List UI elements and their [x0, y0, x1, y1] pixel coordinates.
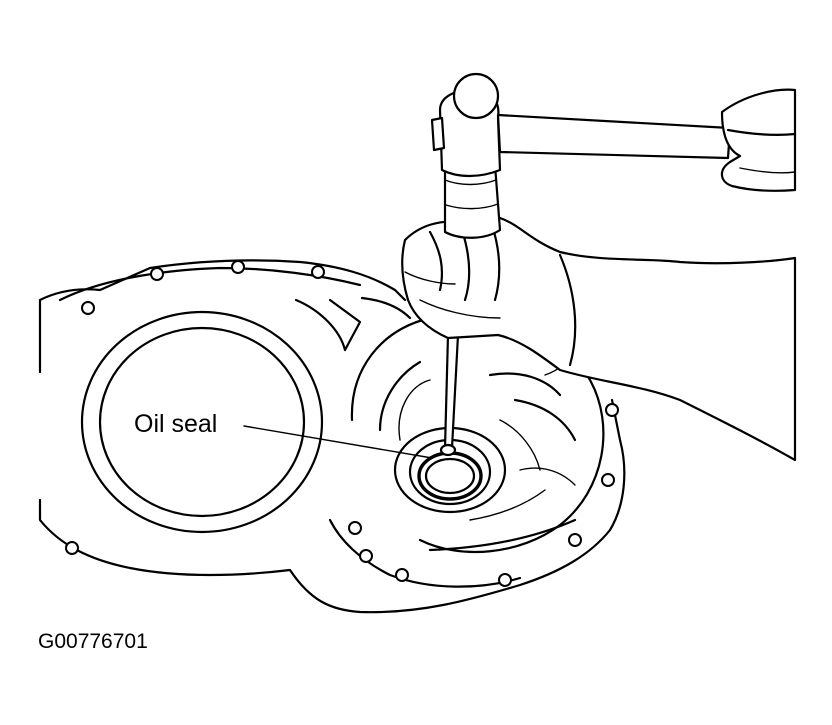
oil-seal-label: Oil seal: [134, 410, 217, 438]
hammer: [430, 72, 732, 239]
transmission-case: [38, 259, 626, 614]
flange-bolt-holes: [65, 260, 619, 587]
drift-rod: [439, 333, 460, 457]
figure-code: G00776701: [38, 630, 148, 653]
callout-leader-line: [243, 425, 433, 459]
oil-seal: [417, 451, 483, 501]
left-hand: [401, 216, 797, 462]
left-bore: [80, 310, 324, 534]
right-hand: [720, 88, 797, 192]
